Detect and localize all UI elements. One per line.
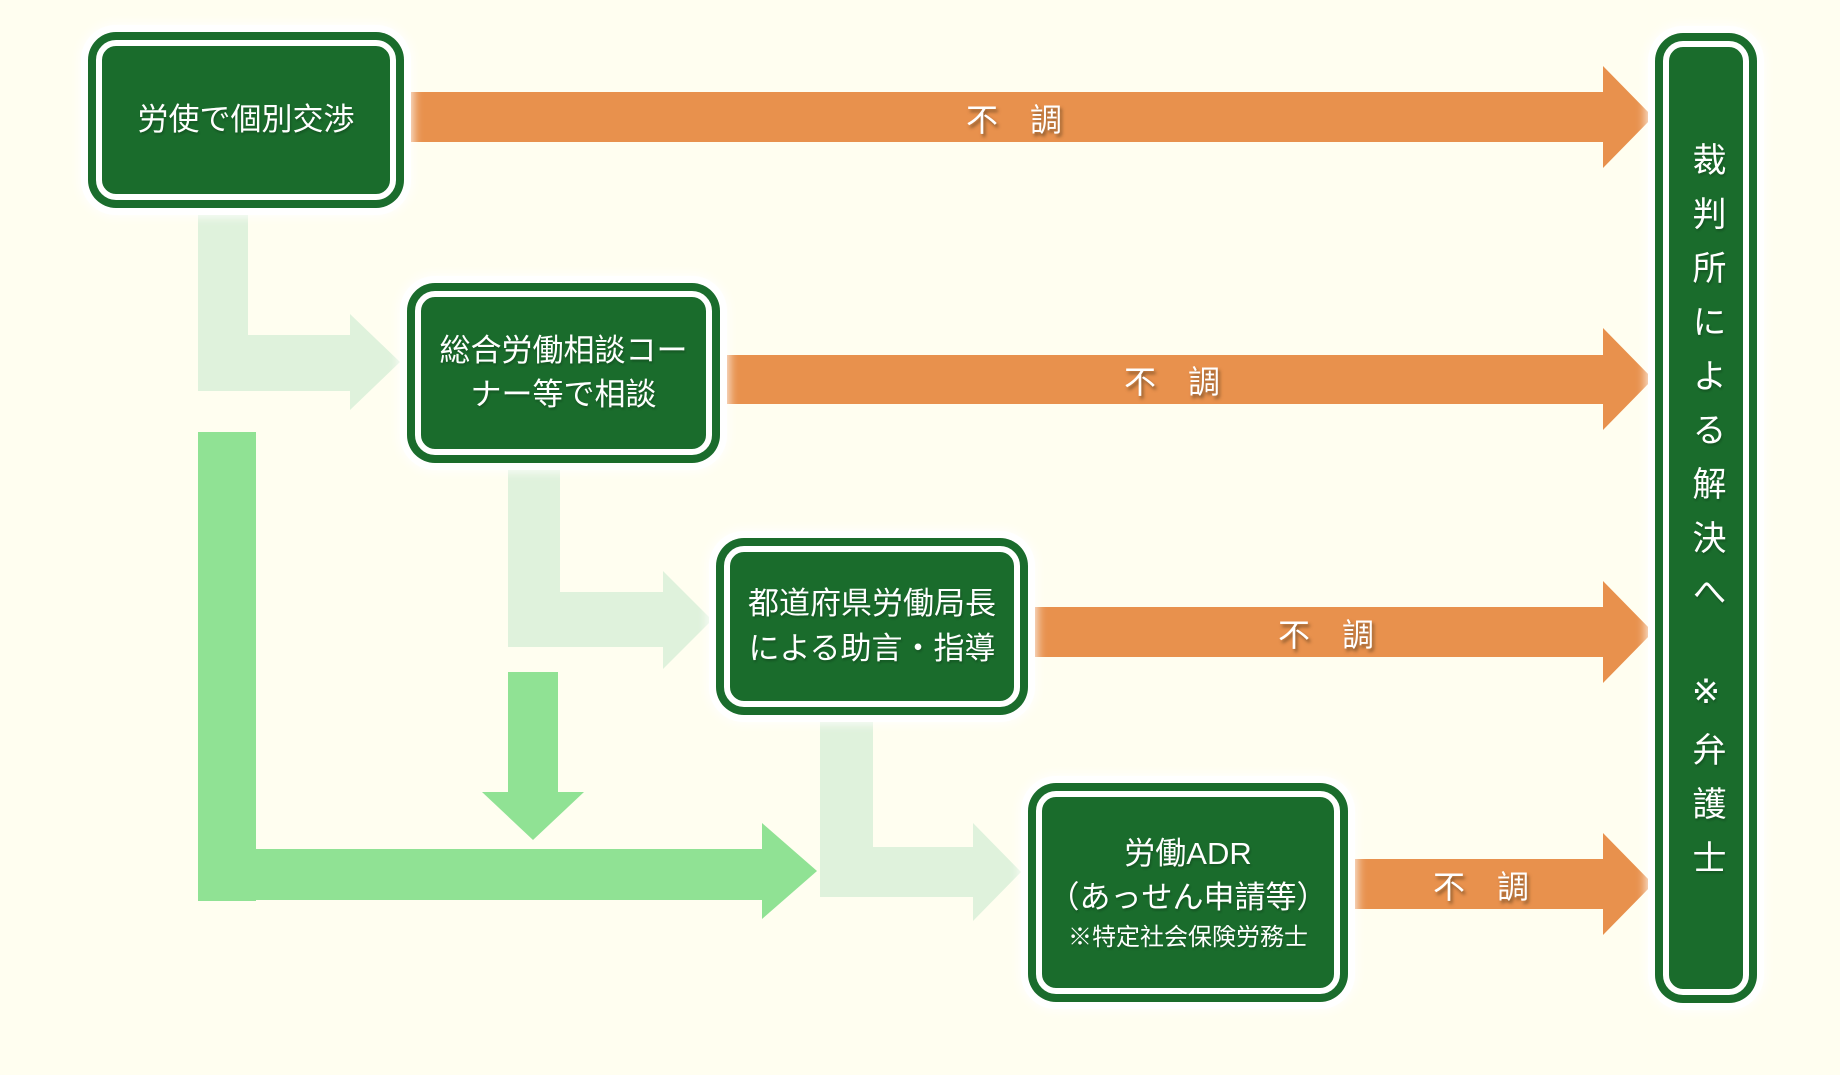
node-consultation-box: 総合労働相談コー ナー等で相談 (415, 291, 712, 455)
arrow-consultation-to-advice-head (663, 571, 712, 669)
arrow-consultation-down-shaft (508, 672, 558, 792)
arrow-advice-to-adr-head (973, 823, 1021, 921)
node-court-vertical-text: 裁判所による解決へ ※弁護士 (1687, 142, 1725, 894)
arrow-negotiation-to-court-shaft (405, 92, 1603, 142)
node-court-note: ※弁護士 (1687, 672, 1725, 894)
failure-label-adr: 不 調 (1432, 869, 1530, 905)
node-consultation-label: 総合労働相談コー ナー等で相談 (439, 332, 688, 412)
arrow-negotiation-to-consultation-head (350, 314, 400, 410)
node-court-label: 裁判所による解決へ (1687, 142, 1725, 628)
arrow-negotiation-to-adr-horizontal (256, 849, 762, 900)
arrow-advice-to-court-head (1603, 581, 1653, 683)
node-adr-box: 労働ADR （あっせん申請等） ※特定社会保険労務士 (1036, 791, 1340, 994)
arrow-consultation-to-court-head (1603, 328, 1653, 430)
arrow-negotiation-to-consultation-horizontal (198, 335, 350, 391)
arrow-negotiation-to-adr-vertical (198, 432, 256, 901)
arrow-adr-to-court-head (1603, 833, 1653, 935)
arrow-adr-to-court-shaft (1346, 859, 1603, 909)
node-advice-box: 都道府県労働局長 による助言・指導 (724, 546, 1020, 707)
node-adr-label: 労働ADR （あっせん申請等） (1048, 835, 1328, 915)
arrow-consultation-to-advice-horizontal (508, 592, 663, 647)
failure-label-negotiation: 不 調 (965, 102, 1063, 138)
node-adr-note: ※特定社会保険労務士 (1068, 924, 1308, 952)
arrow-advice-to-court-shaft (1026, 607, 1603, 657)
arrow-consultation-down-head (482, 792, 584, 840)
node-advice-label: 都道府県労働局長 による助言・指導 (748, 586, 996, 666)
node-negotiation-box: 労使で個別交渉 (96, 40, 396, 200)
arrow-negotiation-to-court-head (1603, 66, 1653, 168)
arrow-advice-to-adr-horizontal (820, 847, 973, 897)
failure-label-consultation: 不 調 (1123, 364, 1221, 400)
node-court-box: 裁判所による解決へ ※弁護士 (1663, 41, 1749, 995)
arrow-consultation-to-court-shaft (719, 355, 1603, 404)
arrow-negotiation-to-adr-head (762, 823, 817, 919)
failure-label-advice: 不 調 (1277, 617, 1375, 653)
node-negotiation-label: 労使で個別交渉 (137, 101, 355, 137)
